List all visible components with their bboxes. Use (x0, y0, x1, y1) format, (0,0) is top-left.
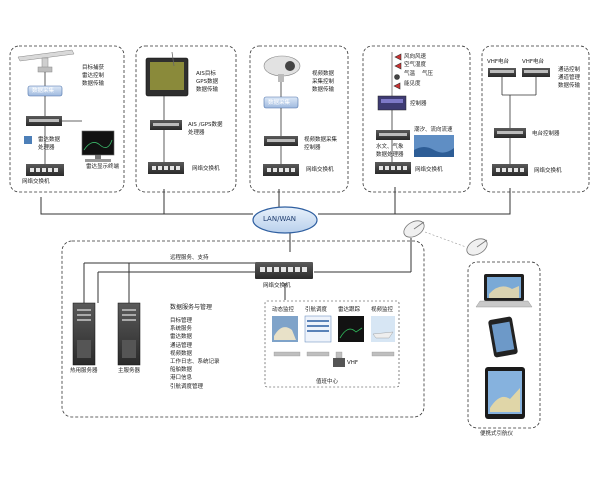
service-item: 工作日志、系统记录 (170, 359, 220, 366)
video-processor-line: 控制器 (304, 145, 321, 152)
center-switch-label: 网络交换机 (263, 283, 291, 289)
radar-collector-label: 数据采集 (32, 88, 55, 94)
vhf-function-item: 通话控制 (558, 67, 581, 73)
service-item: 雷达数据 (170, 334, 193, 341)
weather-controller-label: 控制器 (410, 101, 427, 107)
hot-server-tower (72, 302, 96, 366)
ais-function-item: AIS目标 (196, 71, 216, 77)
radar-antenna (17, 49, 75, 73)
app-tab-pilot-dispatch: 引航调度 (305, 307, 328, 313)
weather-sensor-pressure: 气压 (422, 71, 434, 77)
video-function-item: 视频数据 (312, 71, 335, 77)
vhf-function-list: 通话控制 通道管理 数据传输 (558, 66, 580, 91)
weather-sensor-visibility: 能见度 (404, 81, 421, 87)
radar-function-list: 目标捕获 雷达控制 数据传输 (82, 64, 104, 89)
ais-processor-label: AIS /GPS数据 处理器 (188, 121, 223, 137)
video-switch-label: 网络交换机 (306, 167, 334, 173)
weather-switch-label: 网络交换机 (415, 167, 443, 173)
vhf-handset (333, 358, 345, 367)
video-collector-label: 数据采集 (268, 100, 291, 106)
video-function-item: 采集控制 (312, 79, 335, 86)
service-item-list: 目标管理 系统服务 雷达数据 通话管理 视频数据 工作日志、系统记录 船舶数据 … (170, 317, 220, 391)
portable-laptop (475, 274, 533, 308)
vhf-station-1-label: VHF电台 (487, 59, 510, 65)
weather-sensors (391, 52, 402, 96)
service-item: 目标管理 (170, 318, 193, 324)
app-screens (272, 315, 395, 343)
lan-bus-lines (40, 187, 511, 303)
main-server-label: 主服务器 (118, 368, 141, 374)
video-processor-line: 视频数据采集 (304, 137, 338, 143)
ais-switch-label: 网络交换机 (192, 166, 220, 172)
ais-function-item: 数据传输 (196, 87, 219, 94)
service-item: 船舶数据 (170, 367, 193, 374)
radar-switch-label: 网络交换机 (22, 179, 50, 185)
app-tab-radar-tracking: 雷达跟踪 (338, 307, 361, 313)
service-item: 港口信息 (170, 375, 193, 382)
weather-processor-line: 数据处理器 (376, 152, 404, 159)
portable-phone (488, 316, 518, 358)
app-vhf-label: VHF (347, 360, 359, 366)
vhf-station-2-label: VHF电台 (522, 59, 545, 65)
service-item: 引航调度管理 (170, 383, 204, 390)
service-item: 通话管理 (170, 342, 193, 349)
main-server-tower (117, 302, 141, 366)
weather-sensor-temperature: 气温 (404, 71, 416, 77)
radar-terminal-monitor (81, 130, 115, 162)
weather-sensor-humidity: 空气湿度 (404, 62, 427, 68)
ais-processor-line: AIS /GPS数据 (188, 122, 223, 128)
lan-wan-label: LAN/WAN (263, 215, 297, 223)
satellite-dish-right (466, 238, 488, 256)
vhf-radio-units (488, 68, 550, 77)
ais-function-item: GPS数据 (196, 79, 219, 86)
radar-function-item: 雷达控制 (82, 73, 105, 80)
portable-tablet (485, 367, 525, 419)
vhf-function-item: 通道管理 (558, 75, 581, 82)
ais-processor-line: 处理器 (188, 130, 205, 137)
radar-processor-line: 处理器 (38, 145, 55, 152)
app-center-label: 值班中心 (316, 379, 339, 385)
vhf-controller-label: 电台控制器 (532, 131, 560, 137)
video-function-item: 数据传输 (312, 87, 335, 94)
weather-processor-label: 水文、气象 数据处理器 (376, 143, 404, 159)
ais-display-unit (145, 51, 189, 97)
video-processor-label: 视频数据采集 控制器 (304, 136, 337, 152)
service-item: 视频数据 (170, 350, 193, 357)
radar-function-item: 数据传输 (82, 81, 105, 88)
radar-processor-label: 雷达数据 处理器 (38, 136, 60, 152)
video-camera (263, 55, 301, 82)
weather-sensor-wind: 风向风速 (404, 54, 427, 60)
top-group-frames (9, 45, 590, 429)
radar-terminal-label: 雷达显示终端 (86, 164, 120, 170)
vhf-switch-label: 网络交换机 (534, 168, 562, 174)
weather-processor-line: 水文、气象 (376, 144, 404, 150)
portable-device-label: 便携式引航仪 (480, 431, 514, 437)
app-center-frame (264, 300, 400, 388)
remote-service-label: 远程服务、支持 (170, 255, 209, 261)
ais-function-list: AIS目标 GPS数据 数据传输 (196, 70, 218, 95)
weather-tide-label: 潮汐、流向流速 (414, 127, 453, 133)
service-item: 系统服务 (170, 326, 193, 333)
radar-function-item: 目标捕获 (82, 65, 105, 71)
app-tab-video-monitor: 视频监控 (371, 307, 394, 313)
satellite-dish-left (403, 220, 425, 238)
vhf-function-item: 数据传输 (558, 83, 581, 90)
radar-processor-chip (24, 136, 32, 144)
hot-server-label: 热用服务器 (70, 368, 98, 374)
app-keyboards (273, 351, 395, 359)
radar-processor-line: 雷达数据 (38, 137, 61, 143)
app-tab-dynamic-monitor: 动态监控 (272, 307, 295, 313)
service-title: 数据服务与管理 (170, 304, 213, 311)
lan-wan-cloud (252, 206, 318, 234)
video-function-list: 视频数据 采集控制 数据传输 (312, 70, 334, 95)
